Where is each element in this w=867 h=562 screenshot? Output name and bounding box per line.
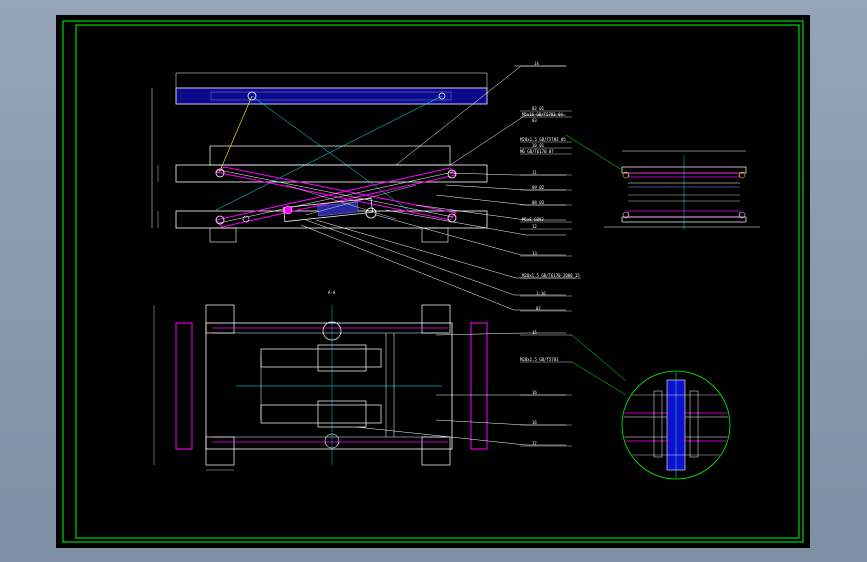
front-elevation-view	[151, 72, 488, 243]
callout-labels: 14 02 01 M5x16 GB/T5783 04 03 M20x1.5 GB…	[514, 61, 581, 312]
plan-corner-br	[421, 436, 451, 466]
callout-11: 12	[532, 224, 537, 229]
pivot-6	[242, 215, 250, 223]
section-label: A-A	[328, 290, 336, 295]
upper-platform-lowered	[209, 145, 451, 166]
callout-6: M6 GB/T6170 07	[520, 149, 554, 154]
raised-scissor-1	[251, 95, 409, 211]
upper-plate	[175, 164, 488, 183]
cylinder-body	[317, 201, 359, 217]
pivot-1	[215, 168, 225, 178]
pivot-top-left	[247, 91, 257, 101]
plan-corner-tr	[421, 304, 451, 334]
pivot-2	[447, 169, 457, 179]
scissor-arm-b-center	[218, 171, 454, 224]
callout-3: 03	[532, 118, 537, 123]
pivot-3	[215, 215, 225, 225]
callout-8: 09 02	[532, 185, 545, 190]
callout-17: M20x1.5 GB/T5783	[520, 357, 559, 362]
callout-19: 16	[532, 420, 537, 425]
plan-corner-tl	[205, 304, 235, 334]
callout-20: 17	[532, 441, 537, 446]
base-pad-left	[209, 227, 237, 243]
raised-scissor-2	[215, 95, 443, 211]
callout-18: 16	[532, 390, 537, 395]
swing-arc	[218, 95, 253, 174]
callout-1: 02 01	[532, 106, 545, 111]
callout-9: 08 03	[532, 200, 545, 205]
upper-platform-raised	[175, 87, 488, 105]
side-elevation-view	[565, 134, 760, 230]
scissor-arm-a	[214, 166, 457, 221]
plan-view-a-a: A-A	[153, 290, 566, 471]
callout-10: M5x8 GB93	[522, 217, 544, 222]
callout-5: 10 01	[532, 143, 545, 148]
plan-cylinder-bottom	[260, 404, 382, 424]
callout-0: 14	[534, 61, 539, 66]
callout-12: 13	[532, 251, 537, 256]
base-pad-right	[421, 227, 449, 243]
detail-view-circle	[621, 370, 731, 480]
upper-platform-inner	[210, 91, 452, 101]
callout-4: M20x1.5 GB/T5783 05	[520, 137, 566, 142]
plan-corner-bl	[205, 436, 235, 466]
plan-right-bar	[470, 322, 488, 450]
callout-14: 1:16	[536, 291, 546, 296]
callout-15: 07	[536, 306, 541, 311]
plan-cylinder-top-body	[317, 344, 367, 372]
callout-2: M5x16 GB/T5783 04	[522, 112, 564, 117]
callout-16: 15	[532, 330, 537, 335]
plan-left-bar	[175, 322, 193, 450]
inner-border	[75, 24, 800, 539]
scissor-link-1	[285, 184, 397, 220]
pivot-top-right	[438, 92, 446, 100]
callout-labels-lower: 15 M20x1.5 GB/T5783 16 16 17	[520, 330, 627, 447]
plan-cylinder-top	[260, 348, 382, 368]
callout-7: 11	[532, 170, 537, 175]
callout-13: M20x1.5 GB/T6170-2000 15	[522, 273, 580, 278]
scissor-link-2	[305, 184, 417, 216]
pivot-center	[283, 205, 293, 215]
plan-cylinder-bottom-body	[317, 400, 367, 428]
scissor-arm-a-center	[218, 169, 454, 218]
hydraulic-cylinder	[283, 198, 373, 222]
drawing-sheet: 14 02 01 M5x16 GB/T5783 04 03 M20x1.5 GB…	[62, 20, 804, 543]
outer-border	[62, 20, 804, 543]
cad-drawing-canvas[interactable]: 14 02 01 M5x16 GB/T5783 04 03 M20x1.5 GB…	[56, 15, 810, 548]
plan-frame	[205, 322, 453, 450]
